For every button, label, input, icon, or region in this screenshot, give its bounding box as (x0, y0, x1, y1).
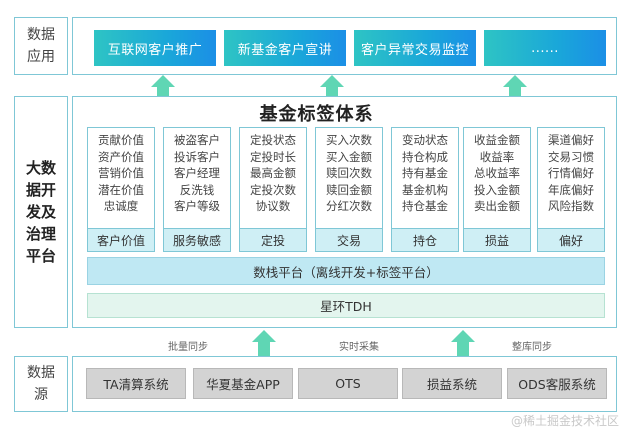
sync-label-batch: 批量同步 (168, 342, 208, 353)
source-profit-loss-system[interactable]: 损益系统 (402, 368, 502, 399)
arrow-up-icon (451, 330, 475, 356)
arrow-up-icon (252, 330, 276, 356)
tag-system-title: 基金标签体系 (259, 104, 374, 125)
tdh-bar[interactable]: 星环TDH (87, 293, 605, 318)
tag-items: 贡献价值 资产价值 营销价值 潜在价值 忠诚度 (98, 133, 144, 213)
app-box-new-fund-presentation[interactable]: 新基金客户宣讲 (224, 30, 346, 66)
tag-column-label: 定投 (240, 228, 306, 251)
tag-items: 买入次数 买入金额 赎回次数 赎回金额 分红次数 (326, 133, 372, 213)
row-label-text: 数据 源 (27, 365, 55, 403)
tag-items: 渠道偏好 交易习惯 行情偏好 年底偏好 风险指数 (548, 133, 594, 213)
tag-column-label: 交易 (316, 228, 382, 251)
tag-column-fixed-investment[interactable]: 定投状态 定投时长 最高金额 定投次数 协议数 定投 (239, 127, 307, 252)
tag-column-label: 损益 (464, 228, 530, 251)
row-label-text: 数据 应用 (27, 27, 55, 65)
tag-column-preference[interactable]: 渠道偏好 交易习惯 行情偏好 年底偏好 风险指数 偏好 (537, 127, 605, 252)
tag-column-profit-loss[interactable]: 收益金额 收益率 总收益率 投入金额 卖出金额 损益 (463, 127, 531, 252)
app-box-internet-promotion[interactable]: 互联网客户推广 (94, 30, 216, 66)
row-label-bigdata-platform: 大数 据开 发及 治理 平台 (14, 96, 68, 328)
tag-items: 被盗客户 投诉客户 客户经理 反洗钱 客户等级 (174, 133, 220, 213)
row-label-data-source: 数据 源 (14, 356, 68, 412)
tag-column-trade[interactable]: 买入次数 买入金额 赎回次数 赎回金额 分红次数 交易 (315, 127, 383, 252)
source-ots[interactable]: OTS (298, 368, 398, 399)
tag-items: 变动状态 持仓构成 持有基金 基金机构 持仓基金 (402, 133, 448, 213)
source-ta-clearing[interactable]: TA清算系统 (86, 368, 186, 399)
tag-column-holdings[interactable]: 变动状态 持仓构成 持有基金 基金机构 持仓基金 持仓 (391, 127, 459, 252)
sync-label-realtime: 实时采集 (339, 342, 379, 353)
tag-column-label: 偏好 (538, 228, 604, 251)
platform-bar[interactable]: 数栈平台（离线开发+标签平台） (87, 257, 605, 285)
tag-column-customer-value[interactable]: 贡献价值 资产价值 营销价值 潜在价值 忠诚度 客户价值 (87, 127, 155, 252)
sync-label-full-db: 整库同步 (512, 342, 552, 353)
tag-items: 定投状态 定投时长 最高金额 定投次数 协议数 (250, 133, 296, 213)
watermark: @稀土掘金技术社区 (510, 414, 619, 428)
source-huaxia-app[interactable]: 华夏基金APP (193, 368, 293, 399)
row-label-text: 大数 据开 发及 治理 平台 (25, 159, 56, 265)
tag-column-service-sensitivity[interactable]: 被盗客户 投诉客户 客户经理 反洗钱 客户等级 服务敏感 (163, 127, 231, 252)
tag-items: 收益金额 收益率 总收益率 投入金额 卖出金额 (474, 133, 520, 213)
app-box-abnormal-trade-monitoring[interactable]: 客户异常交易监控 (354, 30, 476, 66)
app-box-more[interactable]: ...... (484, 30, 606, 66)
tag-column-label: 服务敏感 (164, 228, 230, 251)
source-ods-service[interactable]: ODS客服系统 (507, 368, 607, 399)
tag-column-label: 持仓 (392, 228, 458, 251)
tag-column-label: 客户价值 (88, 228, 154, 251)
row-label-data-application: 数据 应用 (14, 17, 68, 75)
